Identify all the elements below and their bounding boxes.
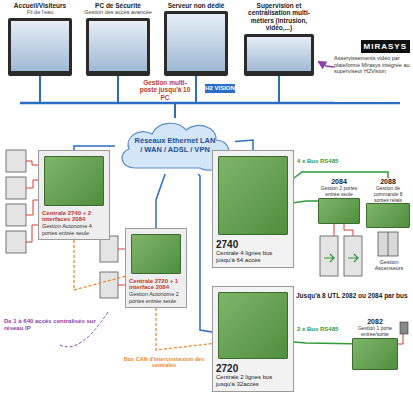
monitor-screen: [164, 11, 228, 76]
wire: [334, 224, 335, 236]
wire: [26, 180, 38, 188]
connector-line: [318, 61, 334, 67]
node-text: Centrale 2720 + 1 interface 2084: [129, 278, 183, 292]
monitor-screen: [244, 34, 314, 76]
node-text: Accueil/Visiteurs: [4, 2, 76, 9]
connector-line: [294, 201, 318, 203]
node-text: Serveur non dédié: [160, 2, 232, 9]
workstation-monitor: Supervision et centralisation multi-méti…: [240, 2, 318, 76]
node-text: Centrale 4 lignes bus jusqu'à 64 accès: [216, 250, 290, 264]
pointer-line: [60, 312, 108, 347]
wire: [26, 225, 38, 242]
circuit-board: [218, 292, 288, 359]
wire: [118, 249, 125, 250]
connector-line: [294, 342, 352, 344]
door-symbol: [344, 236, 362, 276]
node-text: 2082: [352, 318, 398, 326]
node-text: Gestion 2 portes entrée seule: [318, 186, 360, 198]
elevator-symbol: [378, 232, 398, 256]
node-text: 2720: [216, 363, 290, 375]
connector-line: [74, 240, 125, 290]
circuit-board: [352, 338, 398, 370]
door-symbol: [6, 177, 26, 199]
node-text: Centrale 2740 + 2 interfaces 2084: [42, 210, 106, 224]
circuit-board: [218, 156, 288, 235]
door-symbol: [6, 150, 26, 172]
interface-board: 2082Gestion 1 porte entrée/sortie: [352, 318, 398, 370]
door-symbol: [100, 272, 118, 298]
connector-line: [156, 174, 165, 228]
connector-line: [156, 308, 212, 350]
interface-board: 2088Gestion de commande 8 sorties relais: [366, 178, 410, 228]
node-text: 2740: [216, 239, 290, 251]
node-text: Supervision et centralisation multi-méti…: [240, 2, 318, 32]
circuit-board: [131, 234, 181, 274]
node-text: Gestion Autonome 4 portes entrée seule: [42, 223, 106, 236]
elevator-cabin: [378, 232, 398, 256]
node-text: 2084: [318, 178, 360, 186]
circuit-board: [44, 156, 104, 206]
brand-logo: H2 VISION: [205, 84, 235, 93]
node-text: Gestion des accès avancée: [82, 9, 154, 15]
entry-arrow: [324, 254, 334, 262]
workstation-monitor: Accueil/VisiteursFil de l'eau: [4, 2, 76, 76]
door-symbol: [320, 236, 338, 276]
badge-reader: [400, 322, 408, 334]
node-text: 2088: [366, 178, 410, 186]
workstation-monitor: Serveur non dédié: [160, 2, 232, 76]
node-text: Gestion Autonome 2 portes entrée seule: [129, 291, 183, 304]
controller-cabinet: Centrale 2740 + 2 interfaces 2084Gestion…: [38, 150, 110, 240]
connector-line: [235, 140, 253, 150]
node-text: Fil de l'eau: [4, 9, 76, 15]
feature-note: Gestion multi-poste jusqu'à 10 PC: [138, 79, 192, 101]
node-text: MIRASYS: [361, 40, 410, 53]
video-module: MIRASYS Asservissements vidéo par platefo…: [334, 40, 410, 102]
capacity-note: Jusqu'à 8 UTL 2082 ou 2084 par bus: [296, 292, 412, 299]
node-text: Gestion de commande 8 sorties relais: [366, 186, 410, 203]
controller-cabinet: Centrale 2720 + 1 interface 2084Gestion …: [125, 228, 187, 308]
door-symbol: [6, 204, 26, 226]
bus-note: Bus CAN d'interconnexion des centrales: [120, 356, 208, 369]
node-text: Asservissements vidéo par plateforme Mir…: [334, 55, 410, 74]
elevator-door-line: [388, 232, 389, 256]
wire: [398, 333, 403, 344]
connector-line: [175, 76, 279, 118]
edge-label: 2 x Bus RS485: [297, 326, 349, 333]
wire: [26, 200, 38, 215]
node-text: PC de Sécurité: [82, 2, 154, 9]
capacity-note: De 1 à 640 accès centralisés sur réseau …: [4, 318, 96, 332]
circuit-board: [366, 203, 410, 228]
monitor-screen: [86, 18, 150, 76]
controller-cabinet: 2720Centrale 2 lignes bus jusqu'à 32accè…: [212, 286, 294, 392]
door-symbol: [6, 231, 26, 253]
interface-board: 2084Gestion 2 portes entrée seule: [318, 178, 360, 224]
workstation-monitor: PC de SécuritéGestion des accès avancée: [82, 2, 154, 76]
monitor-screen: [8, 18, 72, 76]
connector-line: [198, 174, 212, 332]
edge-label: 4 x Bus RS485: [297, 158, 357, 165]
node-text: Gestion 1 porte entrée/sortie: [352, 326, 398, 338]
wire: [118, 285, 125, 286]
entry-arrow: [348, 254, 358, 262]
node-text: Centrale 2 lignes bus jusqu'à 32accès: [216, 374, 290, 388]
controller-cabinet: 2740Centrale 4 lignes bus jusqu'à 64 acc…: [212, 150, 294, 268]
device-caption: Gestion Ascenseurs: [366, 259, 412, 272]
circuit-board: [318, 198, 360, 224]
wire: [26, 161, 38, 165]
wire: [344, 224, 353, 236]
